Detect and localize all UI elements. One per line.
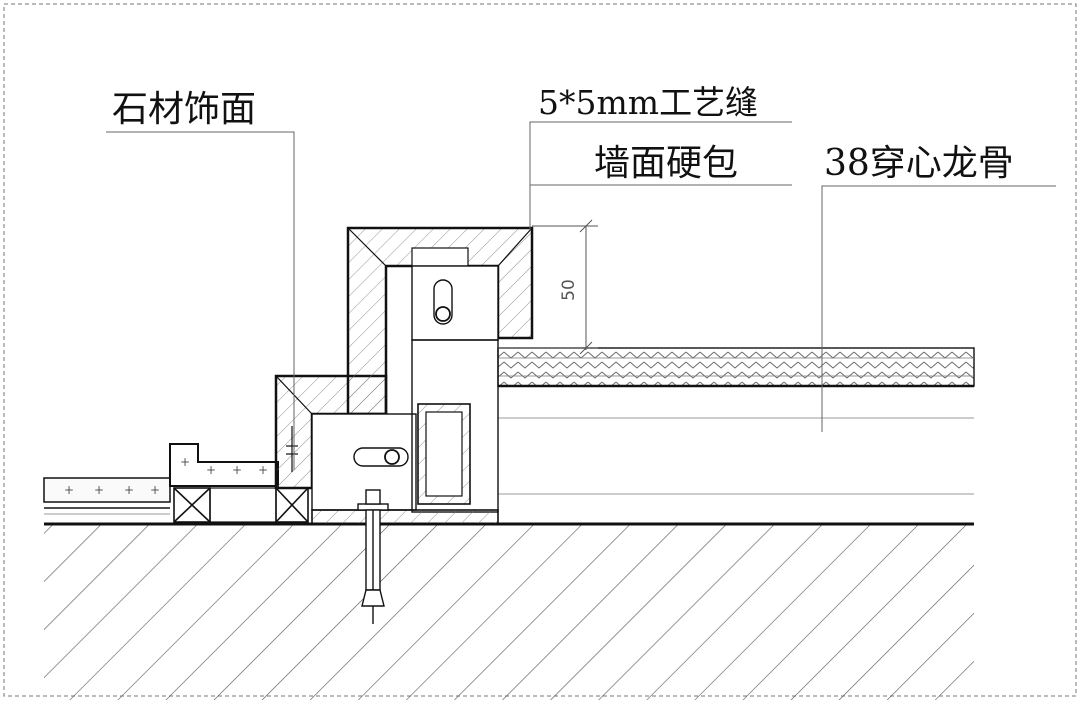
expansion-bolt: [357, 489, 389, 624]
base-plate: [311, 509, 499, 525]
svg-text:+: +: [64, 483, 74, 497]
dimension-50: [498, 219, 598, 355]
leader-hard-pack: [529, 184, 792, 230]
square-tube-inner: [425, 411, 463, 497]
label-wall-hard-pack: 墙面硬包: [594, 143, 739, 184]
bolt-lower: [384, 449, 400, 465]
upper-bracket: [411, 265, 499, 341]
plus-markers: + + + + + + + +: [64, 455, 268, 497]
svg-text:+: +: [258, 463, 268, 477]
wood-blocks: [173, 487, 309, 523]
svg-text:+: +: [124, 483, 134, 497]
svg-text:+: +: [94, 483, 104, 497]
connector-tick: [286, 426, 298, 472]
svg-text:+: +: [180, 455, 190, 469]
gap-fill: [209, 487, 277, 523]
leader-stone-facing: [106, 131, 295, 470]
label-stone-facing: 石材饰面: [112, 89, 257, 130]
floor-slab-hatch: [44, 524, 974, 700]
dimension-value: 50: [559, 279, 579, 301]
groove-slot: [411, 247, 469, 267]
bolt-upper: [435, 306, 451, 322]
stone-floor-layer: [43, 477, 171, 503]
label-keel: 38穿心龙骨: [824, 143, 1014, 184]
svg-text:+: +: [232, 463, 242, 477]
upper-miter-right: [497, 227, 533, 267]
svg-text:+: +: [206, 463, 216, 477]
upper-miter-left: [347, 227, 387, 267]
label-groove: 5*5mm工艺缝: [538, 83, 759, 122]
leader-keel: [821, 185, 1056, 432]
leader-lines: [106, 121, 1056, 470]
hard-pack-panel: [497, 347, 975, 387]
svg-text:+: +: [150, 483, 160, 497]
